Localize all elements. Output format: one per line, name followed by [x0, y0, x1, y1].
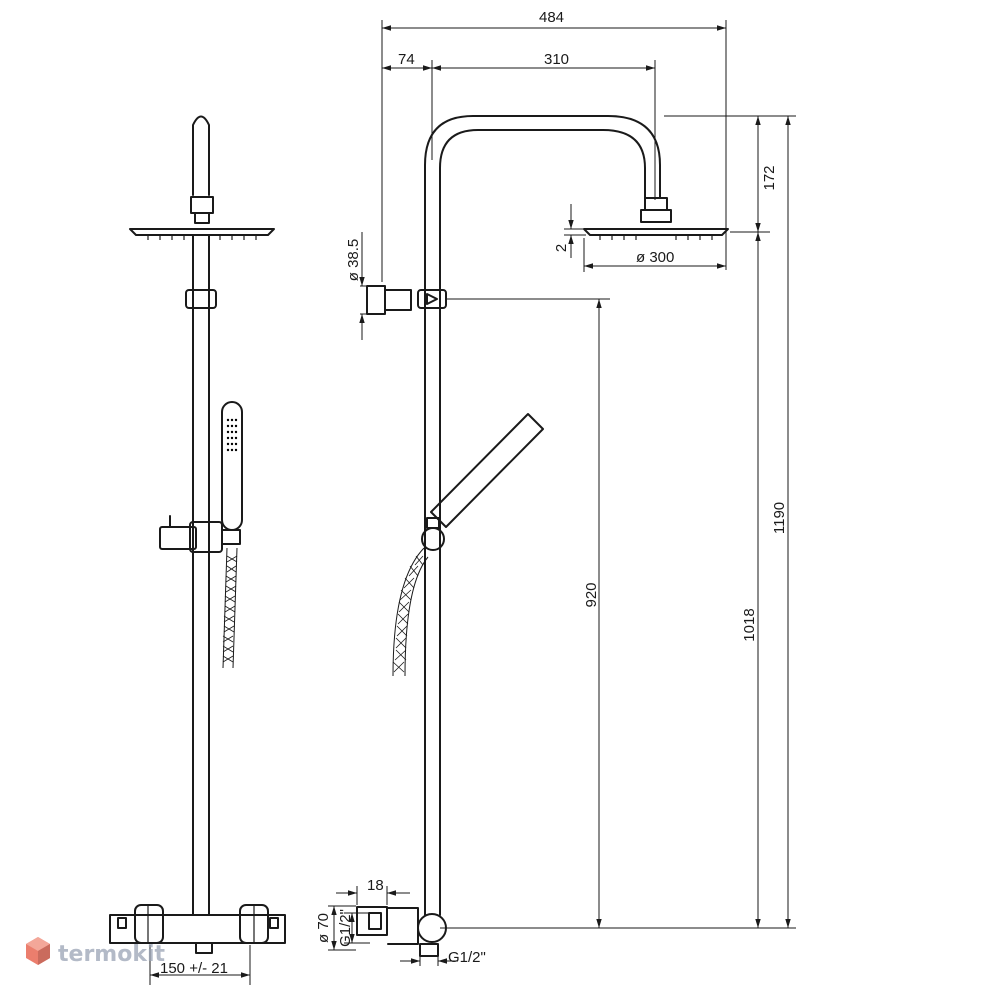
dim-arm-height: 1018	[741, 608, 758, 641]
dim-arm-offset: 74	[398, 51, 415, 68]
side-head-disc	[583, 228, 729, 236]
front-temp-stop	[117, 917, 127, 929]
front-view: 150 +/- 21	[109, 115, 286, 985]
front-mixer-left-handle	[134, 904, 164, 944]
dim-eccentric-depth: 18	[367, 877, 384, 894]
side-eccentric-core	[368, 912, 382, 930]
front-head-nozzles	[147, 236, 257, 240]
front-collar	[190, 196, 214, 214]
side-hand-shower	[430, 413, 544, 528]
side-wall-plate	[366, 285, 386, 315]
side-riser-outer	[424, 115, 661, 916]
dim-head-diameter: ø 300	[636, 249, 674, 266]
front-mixer-outlet	[195, 942, 213, 954]
side-mixer-body	[387, 907, 419, 945]
side-slider-knob	[421, 527, 445, 551]
side-bracket-arm	[384, 289, 412, 311]
watermark-logo-icon	[26, 937, 50, 965]
side-head-ball	[640, 209, 672, 223]
front-swivel	[194, 212, 210, 224]
dim-mixer-diameter: ø 70	[315, 913, 332, 943]
front-head-disc	[129, 228, 275, 236]
watermark: termokit	[26, 937, 165, 967]
side-riser-inner	[439, 129, 646, 916]
side-head-nut	[644, 197, 668, 211]
front-hand-shower	[221, 401, 243, 531]
dim-bracket-diameter: ø 38.5	[345, 239, 362, 282]
side-bracket-clamp	[417, 289, 447, 309]
dim-total-width: 484	[539, 9, 564, 26]
front-wall-bracket	[185, 289, 217, 309]
dim-inlet-thread: G1/2"	[337, 909, 354, 947]
front-hand-shower-nozzles	[226, 418, 238, 452]
side-hose	[392, 547, 429, 677]
dim-outlet-thread: G1/2"	[448, 949, 486, 966]
side-bracket-screw	[426, 293, 438, 305]
front-riser-top	[192, 115, 210, 196]
watermark-text: termokit	[58, 942, 165, 967]
dim-arm-reach: 310	[544, 51, 569, 68]
front-hose-connector	[221, 529, 241, 545]
side-outlet	[419, 943, 439, 957]
dim-inlet-spacing: 150 +/- 21	[160, 960, 228, 977]
front-slider-knob	[159, 526, 197, 550]
dim-head-drop: 172	[761, 165, 778, 190]
dim-head-thickness: 2	[553, 244, 570, 252]
dim-slider-height: 920	[583, 582, 600, 607]
dim-overall-height: 1190	[771, 502, 788, 534]
side-eccentric	[356, 906, 388, 936]
side-view: 484 74 310 172 2 ø 300 ø 38.5 920	[315, 9, 796, 966]
front-hose	[222, 547, 238, 669]
front-flow-stop	[269, 917, 279, 929]
